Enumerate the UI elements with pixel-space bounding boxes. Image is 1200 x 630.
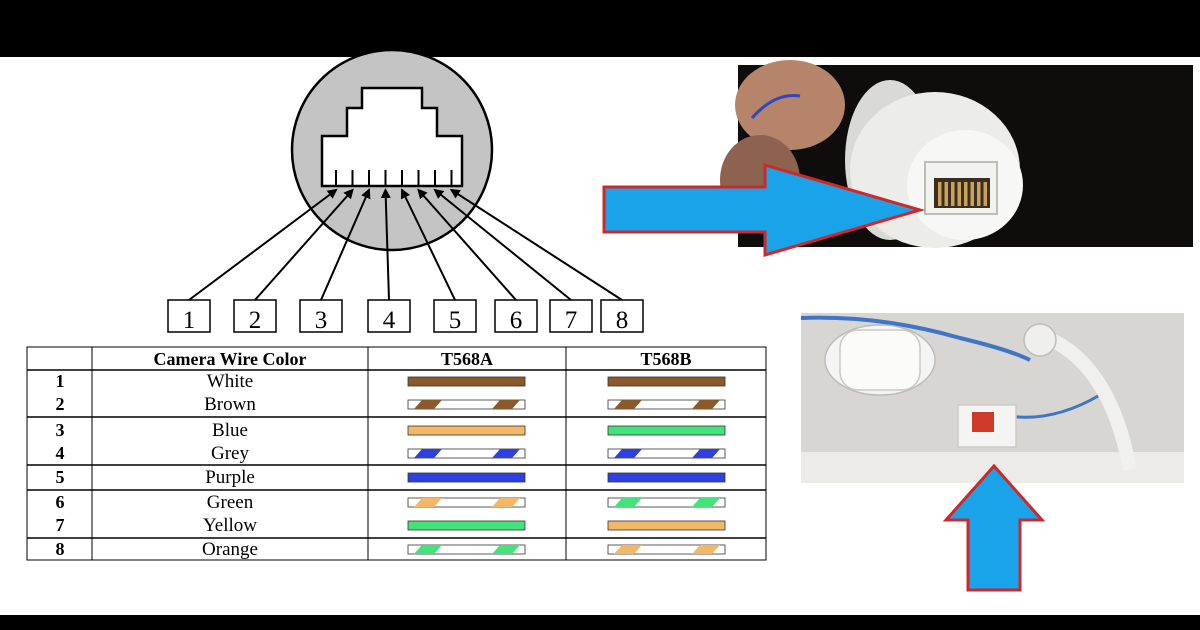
leader-line (417, 188, 517, 301)
table-wire-color: Grey (211, 443, 249, 464)
pin-box (600, 299, 644, 333)
wire-swatch (407, 472, 526, 483)
wire-swatch-striped (407, 497, 526, 508)
table-pin-number: 2 (56, 394, 65, 414)
top-black-bar (0, 0, 1200, 57)
pin-box (167, 299, 211, 333)
leader-line (449, 188, 623, 301)
pin-leader-lines (188, 188, 623, 301)
rj45-connector-icon (290, 48, 494, 252)
pin-number-boxes: 1 2 3 4 5 6 7 8 (167, 299, 644, 334)
pin-number-label: 2 (249, 307, 262, 334)
table-wire-color: Blue (212, 420, 248, 441)
leader-line (254, 188, 354, 301)
pin-box (494, 299, 538, 333)
wire-swatch (607, 425, 726, 436)
table-pin-number: 5 (56, 467, 65, 487)
pin-number-label: 4 (383, 307, 396, 334)
leader-line (320, 188, 371, 301)
pin-box (549, 299, 593, 333)
pin-number-label: 3 (315, 307, 328, 334)
table-header: T568B (640, 349, 691, 369)
pin-box (299, 299, 343, 333)
arrow-up-icon (942, 463, 1046, 592)
table-pin-number: 4 (56, 443, 65, 463)
camera-junction-box-photo (800, 313, 1184, 483)
table-header: T568A (441, 349, 493, 369)
leader-line (433, 188, 572, 301)
table-wire-color: Orange (202, 539, 258, 560)
wire-swatch-striped (607, 399, 726, 410)
wire-swatch-striped (407, 448, 526, 459)
table-wire-color: Yellow (203, 515, 257, 536)
pin-number-label: 5 (449, 307, 462, 334)
leader-line (400, 188, 456, 301)
wire-swatch-striped (607, 497, 726, 508)
wire-swatch-striped (607, 448, 726, 459)
table-pin-number: 3 (56, 420, 65, 440)
leader-line (380, 188, 391, 301)
wire-swatch-striped (607, 544, 726, 555)
table-wire-color: White (207, 371, 253, 392)
table-wire-color: Brown (204, 394, 256, 415)
wire-swatch (407, 376, 526, 387)
table-pin-number: 8 (56, 539, 65, 559)
pin-number-label: 1 (183, 307, 196, 334)
table-header: Camera Wire Color (154, 349, 307, 369)
wire-swatch-striped (407, 399, 526, 410)
pinout-table: Camera Wire Color T568A T568B 1 White 2 Brown 3… (26, 346, 767, 561)
table-pin-number: 6 (56, 492, 65, 512)
wire-swatch (607, 472, 726, 483)
pin-number-label: 6 (510, 307, 523, 334)
table-pin-number: 7 (56, 515, 65, 535)
wire-swatch-striped (407, 544, 526, 555)
pin-number-label: 8 (616, 307, 629, 334)
leader-line (188, 188, 338, 301)
wire-swatch (607, 376, 726, 387)
wire-swatch (607, 520, 726, 531)
wire-swatch (407, 425, 526, 436)
wire-swatch (407, 520, 526, 531)
table-pin-number: 1 (56, 371, 65, 391)
pin-box (233, 299, 277, 333)
arrow-right-icon (602, 163, 926, 257)
bottom-black-bar (0, 615, 1200, 630)
pin-box (433, 299, 477, 333)
table-wire-color: Purple (205, 467, 255, 488)
pin-box (367, 299, 411, 333)
table-wire-color: Green (207, 492, 254, 513)
pin-number-label: 7 (565, 307, 578, 334)
